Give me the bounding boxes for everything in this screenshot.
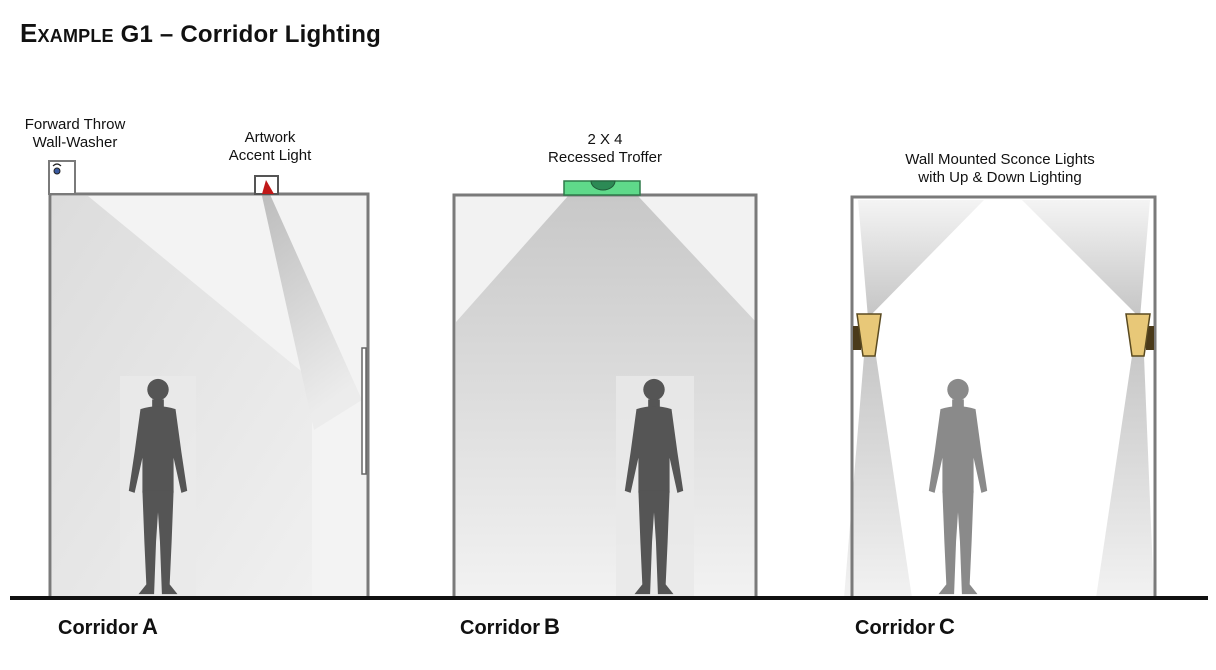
corridor-b-letter: B xyxy=(544,614,560,639)
sconce-downlight-right xyxy=(1096,356,1154,598)
wall-washer-lamp-icon xyxy=(53,167,61,175)
corridor-a-word: Corridor xyxy=(58,617,138,639)
sconce-uplight-right xyxy=(1022,200,1150,318)
label-wall-washer-line1: Forward Throw xyxy=(24,116,126,133)
label-troffer-line2: Recessed Troffer xyxy=(548,149,662,166)
sconce-bracket-left xyxy=(853,326,861,350)
corridor-b-word: Corridor xyxy=(460,617,540,639)
label-sconce-line1: Wall Mounted Sconce Lights xyxy=(905,151,1095,168)
label-accent-line1: Artwork xyxy=(244,129,296,146)
sconce-left-fixture xyxy=(856,313,882,357)
title-prefix: Example xyxy=(20,18,114,48)
label-wall-washer-line2: Wall-Washer xyxy=(32,134,118,151)
corridor-a xyxy=(48,160,370,600)
label-accent-light: Artwork Accent Light xyxy=(210,129,330,165)
sconce-uplight-left xyxy=(858,200,984,318)
corridor-a-letter: A xyxy=(142,614,158,639)
accent-light-head-icon xyxy=(262,180,274,194)
label-troffer-line1: 2 X 4 xyxy=(587,131,623,148)
corridor-b xyxy=(452,180,758,600)
sconce-downlight-left xyxy=(844,356,912,598)
label-troffer: 2 X 4 Recessed Troffer xyxy=(535,131,675,167)
corridor-c-letter: C xyxy=(939,614,955,639)
corridor-c xyxy=(844,195,1157,600)
corridor-c-word: Corridor xyxy=(855,617,935,639)
title-rest: G1 – Corridor Lighting xyxy=(113,21,382,48)
wall-washer-fixture xyxy=(48,160,76,195)
sconce-right-fixture xyxy=(1125,313,1151,357)
artwork-frame xyxy=(361,347,367,475)
label-sconce-line2: with Up & Down Lighting xyxy=(918,169,1082,186)
label-sconce: Wall Mounted Sconce Lights with Up & Dow… xyxy=(880,151,1120,187)
sconce-bracket-right xyxy=(1146,326,1154,350)
label-wall-washer: Forward Throw Wall-Washer xyxy=(14,116,136,152)
page-title: Example G1 – Corridor Lighting xyxy=(20,18,381,49)
troffer-lens-icon xyxy=(590,180,616,191)
label-accent-line2: Accent Light xyxy=(228,147,312,164)
accent-light-beam xyxy=(262,190,362,430)
